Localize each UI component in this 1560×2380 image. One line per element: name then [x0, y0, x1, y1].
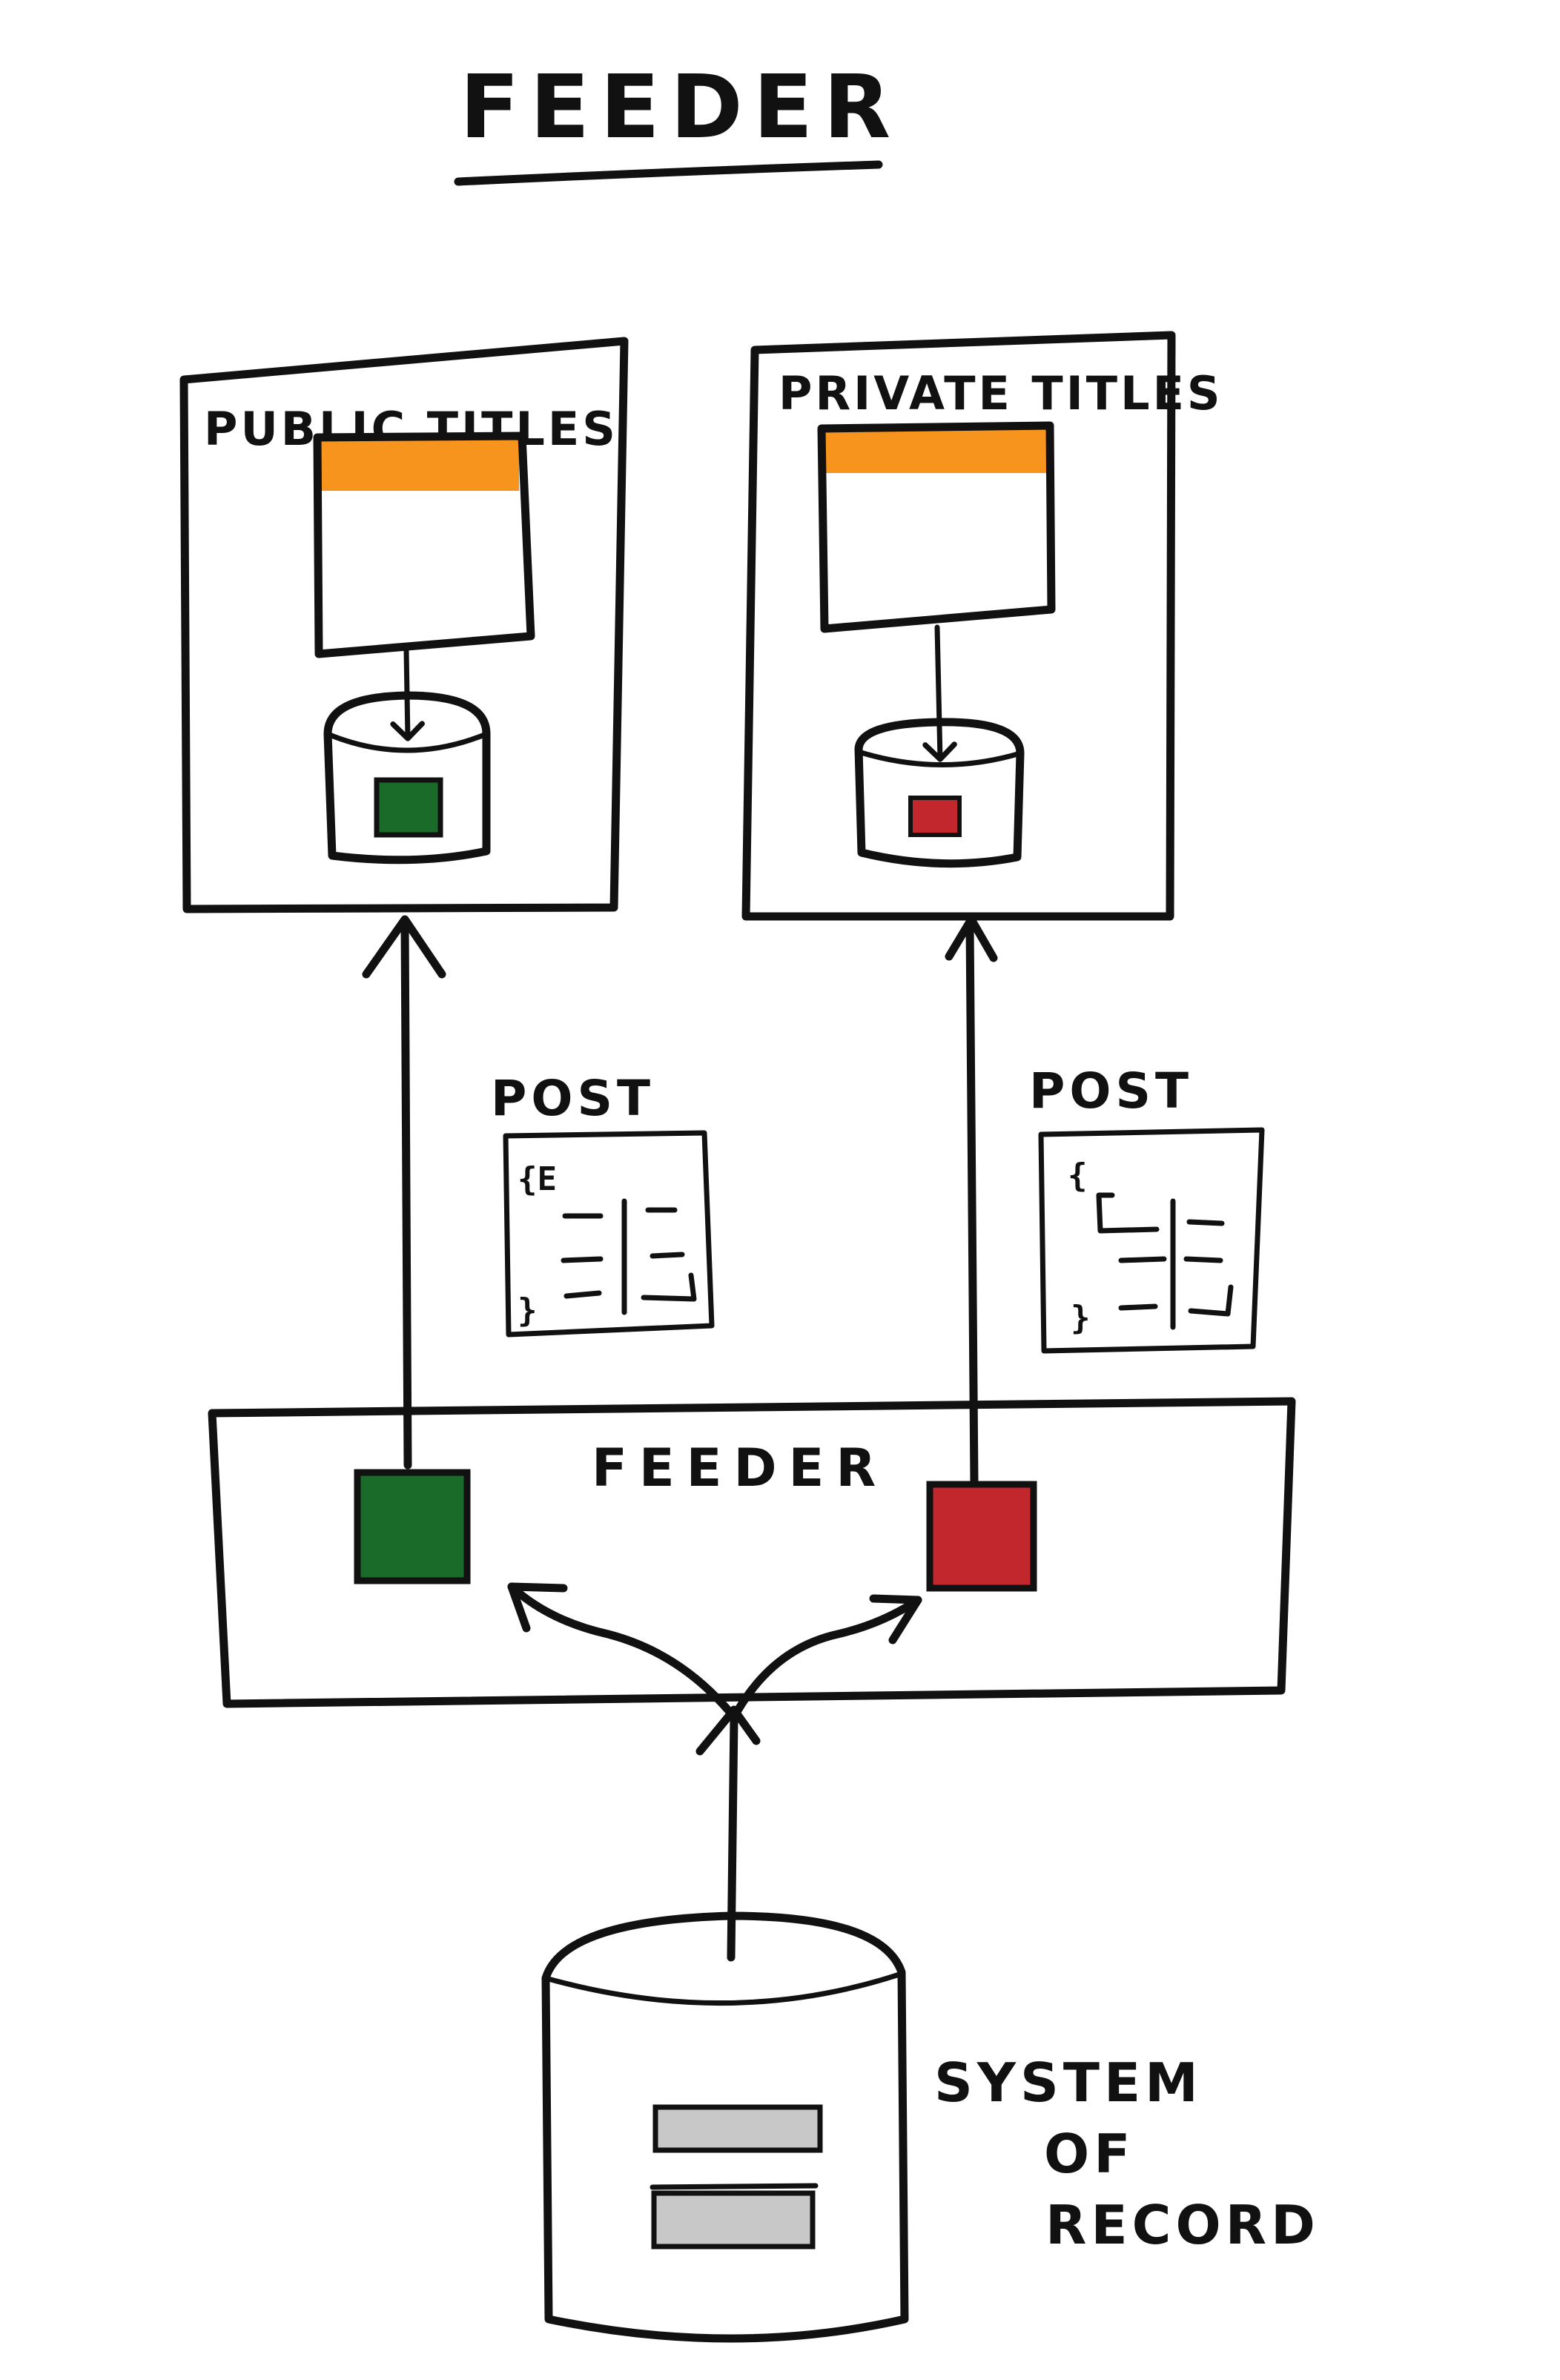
- public-titles-window-header: [317, 437, 519, 491]
- private-post-arrow: [965, 921, 979, 1487]
- svg-text:}: }: [1071, 1299, 1091, 1337]
- public-titles-marker: [374, 777, 443, 838]
- public-post-arrowhead: [362, 915, 446, 979]
- system-of-record-label-line1: SYSTEM: [934, 2052, 1203, 2114]
- feeder-private-marker: [926, 1481, 1037, 1592]
- private-titles-database-icon: [854, 718, 1025, 868]
- private-post-arrowhead: [945, 915, 998, 962]
- private-titles-window-header: [823, 427, 1048, 473]
- public-post-arrow: [400, 921, 412, 1470]
- system-of-record-label-line3: RECORD: [1045, 2194, 1320, 2256]
- private-titles-window: [817, 421, 1056, 633]
- post-right-label: POST: [1029, 1062, 1193, 1120]
- public-titles-database-icon: [323, 691, 491, 865]
- private-titles-box: PRIVATE TITLES: [741, 331, 1223, 921]
- svg-text:{E: {E: [518, 1160, 557, 1198]
- post-left-document: {E }: [503, 1130, 715, 1338]
- feeder-box: FEEDER: [208, 1397, 1296, 1722]
- feeder-box-label: FEEDER: [592, 1438, 888, 1498]
- public-titles-window: [313, 432, 535, 658]
- page-title: FEEDER: [460, 56, 901, 158]
- svg-text:}: }: [518, 1292, 538, 1329]
- feeder-public-marker: [354, 1469, 471, 1584]
- title-underline: [454, 160, 883, 186]
- feeder-split-left-arrow: [507, 1582, 738, 1722]
- system-of-record-database: [541, 1911, 909, 2343]
- post-left-label: POST: [491, 1070, 655, 1127]
- private-titles-arrow: [922, 624, 957, 762]
- post-right-document: { }: [1038, 1127, 1265, 1354]
- public-titles-box: PUBLIC TITLES: [179, 337, 629, 913]
- svg-text:{: {: [1068, 1157, 1088, 1194]
- system-of-record-arrow: [727, 1714, 738, 1962]
- private-titles-label: PRIVATE TITLES: [779, 366, 1223, 420]
- record-row-bottom: [651, 2190, 816, 2250]
- private-titles-marker: [908, 796, 962, 837]
- record-row-top: [652, 2104, 823, 2153]
- feeder-split-right-arrow: [730, 1596, 922, 1722]
- system-of-record-label-line2: OF: [1044, 2123, 1134, 2185]
